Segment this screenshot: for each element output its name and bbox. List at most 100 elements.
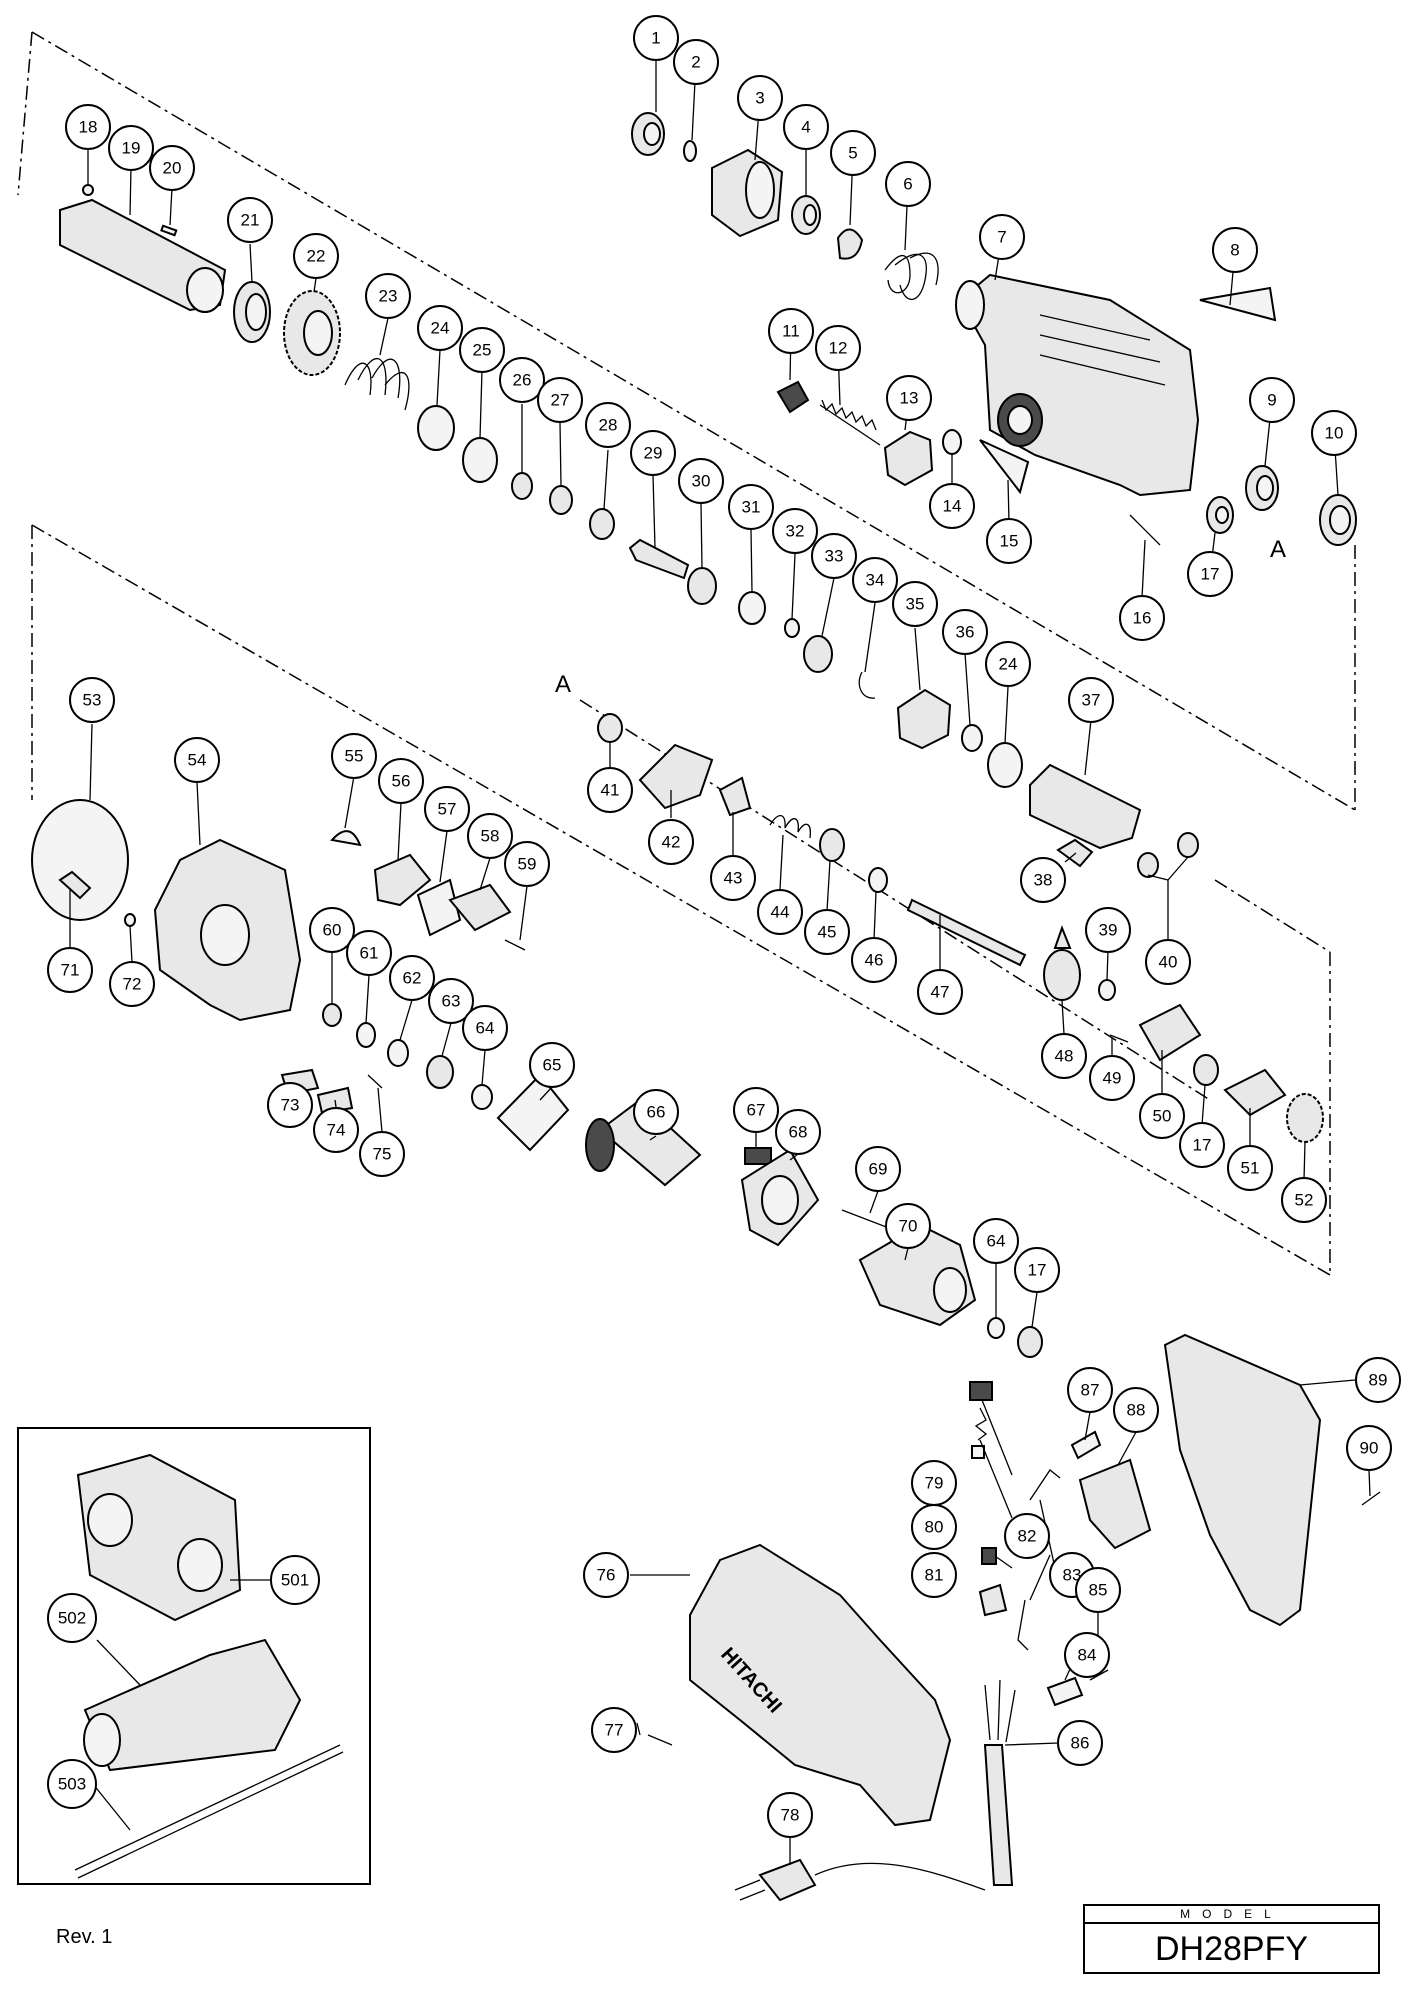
callout-48: 48 [1041,1033,1087,1079]
callout-circle [149,145,195,191]
callout-circle [1346,1425,1392,1471]
callout-number: 36 [956,623,975,642]
callout-number: 83 [1063,1566,1082,1585]
callout-circle [270,1555,320,1605]
callout-circle [1179,1122,1225,1168]
callout-54: 54 [174,737,220,783]
callout-56: 56 [378,758,424,804]
callout-number: 22 [307,247,326,266]
callout-circle [529,1042,575,1088]
callout-35: 35 [892,581,938,627]
callout-66: 66 [633,1089,679,1135]
callout-49: 49 [1089,1055,1135,1101]
callout-circle [757,889,803,935]
callout-number: 502 [58,1609,86,1628]
callout-circle [1020,857,1066,903]
callout-74: 74 [313,1107,359,1153]
callout-circle [892,581,938,627]
callout-number: 18 [79,118,98,137]
callout-circle [459,327,505,373]
callout-57: 57 [424,786,470,832]
callout-90: 90 [1346,1425,1392,1471]
callout-31: 31 [728,484,774,530]
callout-19: 19 [108,125,154,171]
callout-circle [69,677,115,723]
callout-circle [378,758,424,804]
callout-number: 31 [742,498,761,517]
callout-circle [109,961,155,1007]
callout-17: 17 [1187,551,1233,597]
callout-number: 30 [692,472,711,491]
callout-circle [886,375,932,421]
callout-number: 23 [379,287,398,306]
callout-number: 4 [801,118,810,137]
callout-circle [585,402,631,448]
callout-number: 58 [481,827,500,846]
callout-circle [47,1759,97,1809]
callout-number: 48 [1055,1047,1074,1066]
callout-24: 24 [417,305,463,351]
callout-42: 42 [648,819,694,865]
callout-circle [728,484,774,530]
callout-circle [1085,907,1131,953]
model-number: DH28PFY [1154,1930,1309,1968]
callout-84: 84 [1064,1632,1110,1678]
callout-circle [1067,1367,1113,1413]
callout-circle [804,909,850,955]
callout-28: 28 [585,402,631,448]
callout-circle [885,161,931,207]
callout-22: 22 [293,233,339,279]
callout-number: 78 [781,1806,800,1825]
callout-6: 6 [885,161,931,207]
callout-circle [768,308,814,354]
callout-circle [767,1792,813,1838]
callout-circle [537,377,583,423]
callout-number: 503 [58,1775,86,1794]
callout-number: 50 [1153,1107,1172,1126]
callout-circle [986,518,1032,564]
callout-number: 86 [1071,1734,1090,1753]
callout-number: 66 [647,1103,666,1122]
callout-80: 80 [911,1504,957,1550]
section-marker-a-middle: A [555,671,571,698]
callout-81: 81 [911,1552,957,1598]
callout-59: 59 [504,841,550,887]
callout-number: 21 [241,211,260,230]
callout-circle [428,978,474,1024]
callout-78: 78 [767,1792,813,1838]
callout-circle [648,819,694,865]
callout-circle [772,508,818,554]
callout-circle [917,969,963,1015]
part-shapes-lower: HITACHI [647,1333,1381,1902]
callout-labels: 1234567891011121314151617181920212223242… [47,15,1401,1838]
callout-number: 12 [829,339,848,358]
callout-circle [811,533,857,579]
callout-number: 32 [786,522,805,541]
callout-circle [47,947,93,993]
callout-circle [108,125,154,171]
callout-43: 43 [710,855,756,901]
callout-68: 68 [775,1109,821,1155]
callout-26: 26 [499,357,545,403]
callout-number: 57 [438,800,457,819]
callout-circle [346,930,392,976]
callout-number: 15 [1000,532,1019,551]
callout-circle [673,39,719,85]
callout-circle [1089,1055,1135,1101]
callout-41: 41 [587,767,633,813]
callout-number: 9 [1267,391,1276,410]
model-caption: MODEL [1085,1906,1378,1924]
callout-17: 17 [1179,1122,1225,1168]
callout-503: 503 [47,1759,97,1809]
callout-25: 25 [459,327,505,373]
callout-34: 34 [852,557,898,603]
callout-number: 44 [771,903,790,922]
callout-circle [733,1087,779,1133]
callout-18: 18 [65,104,111,150]
callout-73: 73 [267,1082,313,1128]
callout-circle [499,357,545,403]
callout-number: 20 [163,159,182,178]
group-boundary-lines [17,31,1356,1276]
callout-circle [929,483,975,529]
